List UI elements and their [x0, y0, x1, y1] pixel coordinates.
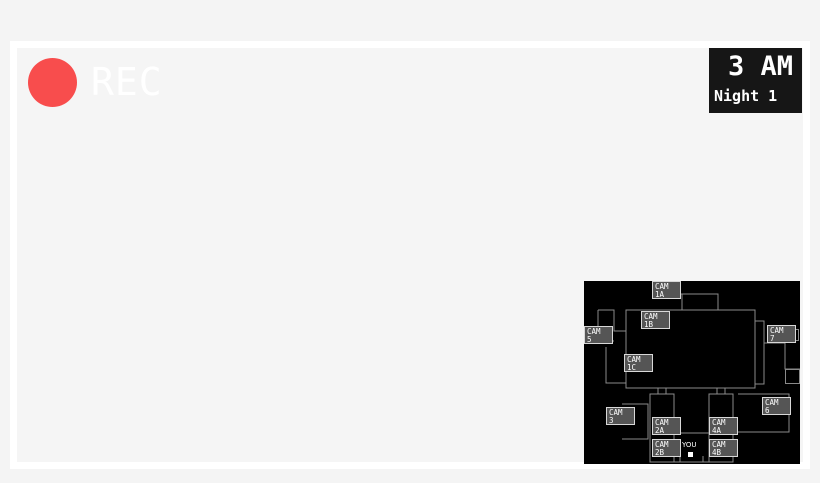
player-location-label: YOU [682, 441, 697, 449]
camera-feed-frame [10, 41, 810, 469]
recording-indicator-dot [28, 58, 77, 107]
night-counter: Night 1 [714, 87, 778, 105]
clock-time: 3 AM [727, 51, 793, 82]
time-panel: 3 AM Night 1 [709, 48, 802, 113]
wall-block [785, 369, 800, 384]
recording-label: REC [91, 60, 163, 104]
map-walls [597, 282, 800, 463]
player-location-marker [688, 452, 693, 457]
